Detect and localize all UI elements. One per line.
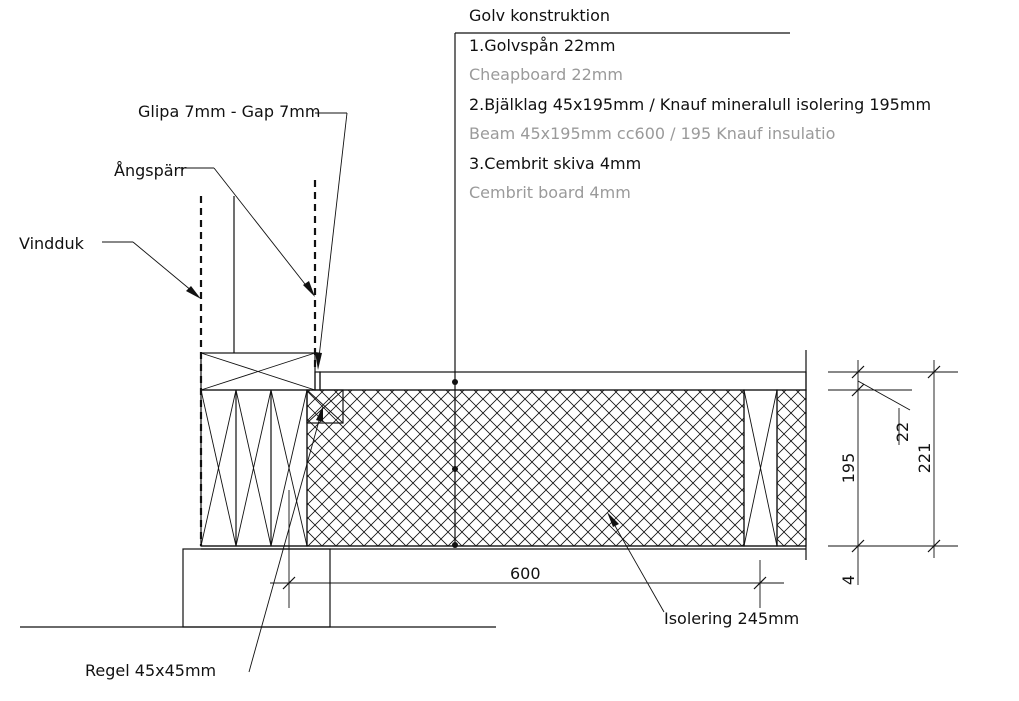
- dimension-heights: 22 195 221 4: [828, 360, 958, 585]
- callout-insulation: Isolering 245mm: [607, 512, 799, 628]
- callout-stud: Regel 45x45mm: [85, 406, 323, 680]
- leader-dot-board: [452, 379, 458, 385]
- callout-gap-label: Glipa 7mm - Gap 7mm: [138, 102, 320, 121]
- layer-1-translation: Cheapboard 22mm: [469, 65, 623, 84]
- floor-chipboard: [319, 371, 807, 391]
- callout-vapor-barrier: Ångspärr: [114, 161, 315, 297]
- dimension-22-label: 22: [893, 422, 912, 442]
- layer-3-label: 3.Cembrit skiva 4mm: [469, 154, 641, 173]
- dimension-600-label: 600: [510, 564, 541, 583]
- dimension-195-label: 195: [839, 453, 858, 484]
- edge-studs: [200, 389, 308, 547]
- callout-insulation-label: Isolering 245mm: [664, 609, 799, 628]
- callout-gap: Glipa 7mm - Gap 7mm: [138, 102, 348, 370]
- layer-1-label: 1.Golvspån 22mm: [469, 36, 615, 55]
- dimension-spacing: 600: [270, 490, 784, 608]
- gap-mark: [314, 371, 321, 391]
- floor-insulation-right: [776, 389, 807, 547]
- layer-2-translation: Beam 45x195mm cc600 / 195 Knauf insulati…: [469, 124, 835, 143]
- dimension-4-label: 4: [839, 575, 858, 585]
- floor-insulation: [306, 389, 745, 547]
- layer-2-label: 2.Bjälklag 45x195mm / Knauf mineralull i…: [469, 95, 931, 114]
- callout-wind-barrier: Vindduk: [19, 234, 201, 299]
- legend-block: Golv konstruktion 1.Golvspån 22mm Cheapb…: [452, 6, 931, 548]
- foundation: [182, 548, 331, 628]
- legend-title: Golv konstruktion: [469, 6, 610, 25]
- dimension-221-label: 221: [915, 443, 934, 474]
- callout-stud-label: Regel 45x45mm: [85, 661, 216, 680]
- callout-vapor-barrier-label: Ångspärr: [114, 161, 187, 180]
- sill-plate-cross-b: [200, 352, 316, 391]
- layer-3-translation: Cembrit board 4mm: [469, 183, 631, 202]
- callout-wind-barrier-label: Vindduk: [19, 234, 85, 253]
- floor-section: [20, 350, 807, 628]
